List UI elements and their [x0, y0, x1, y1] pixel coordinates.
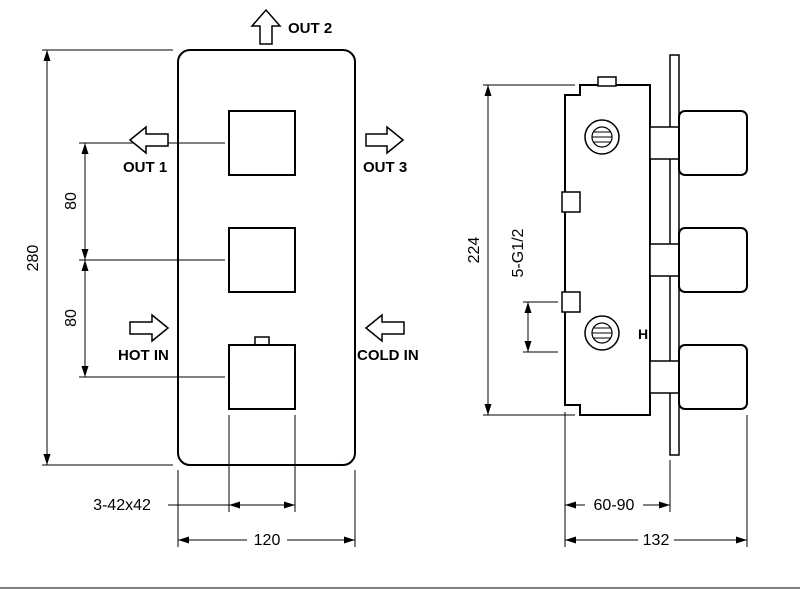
out1-arrow-icon	[128, 125, 169, 155]
dim-plate-width: 120	[254, 532, 281, 549]
out2-arrow-icon	[250, 8, 282, 45]
dim-knob-spacing-upper: 80	[63, 192, 80, 210]
out2-label: OUT 2	[288, 20, 332, 37]
out1-label: OUT 1	[123, 159, 167, 176]
side-port-upper	[561, 191, 581, 213]
dim-knob-spacing-lower: 80	[63, 309, 80, 327]
side-port-lower	[561, 291, 581, 313]
knob-1	[228, 110, 296, 176]
out3-label: OUT 3	[363, 159, 407, 176]
cold-in-arrow-icon	[364, 313, 405, 343]
side-view: H 224 5-G1/2 60-90 132	[466, 54, 748, 549]
hot-side-marker: H	[638, 326, 648, 342]
hot-in-label: HOT IN	[118, 347, 169, 364]
knob-2-stem	[649, 243, 680, 277]
top-port-stub	[597, 76, 617, 87]
knob-1-profile	[678, 110, 748, 176]
knob-3	[228, 344, 296, 410]
dim-body-height: 224	[466, 237, 483, 264]
cold-in-label: COLD IN	[357, 347, 419, 364]
knob-1-stem	[649, 126, 680, 160]
knob-2	[228, 227, 296, 293]
dim-overall-depth: 132	[643, 532, 670, 549]
dim-thread-callout: 5-G1/2	[510, 228, 527, 277]
hot-in-arrow-icon	[129, 313, 170, 343]
knob-3-profile	[678, 344, 748, 410]
dim-knob-size-callout: 3-42x42	[93, 497, 151, 514]
dim-install-depth-range: 60-90	[594, 497, 635, 514]
knob-3-stem	[649, 360, 680, 394]
front-view: 280 80 80 3-42x42 120 OUT 2 OUT 1 OUT 3	[25, 8, 419, 549]
knob-2-profile	[678, 227, 748, 293]
out3-arrow-icon	[365, 125, 405, 155]
dim-overall-height: 280	[25, 245, 42, 272]
